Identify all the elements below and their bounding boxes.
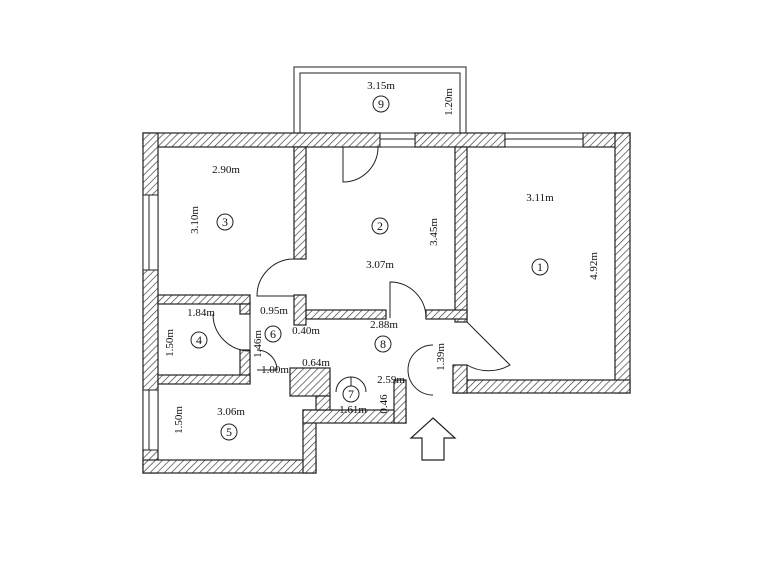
room-number-1: 1	[531, 258, 549, 276]
room-number-3: 3	[216, 213, 234, 231]
room-number-6: 6	[264, 325, 282, 343]
room-4-length: 1.50m	[164, 329, 176, 357]
room-1-width: 3.11m	[526, 192, 554, 204]
room-8-width: 2.88m	[370, 319, 398, 331]
room-1-length: 4.92m	[588, 252, 600, 280]
inner-walls	[157, 146, 468, 411]
room-number-4: 4	[190, 331, 208, 349]
room-5-length: 1.50m	[173, 406, 185, 434]
room-6-extra: 1.00m	[261, 364, 289, 376]
svg-text:3: 3	[222, 215, 228, 229]
room-number-5: 5	[220, 423, 238, 441]
svg-text:7: 7	[348, 387, 354, 401]
svg-text:9: 9	[378, 97, 384, 111]
room-2-width: 3.07m	[366, 259, 394, 271]
svg-text:2: 2	[377, 219, 383, 233]
room-2-length: 3.45m	[428, 218, 440, 246]
svg-text:4: 4	[196, 333, 202, 347]
room-8-extra: 2.59m	[377, 374, 405, 386]
doors	[212, 146, 511, 396]
room-5-width: 3.06m	[217, 406, 245, 418]
room-8-length: 1.39m	[435, 343, 447, 371]
entrance-arrow-icon	[409, 417, 457, 461]
svg-text:5: 5	[226, 425, 232, 439]
room-6-width: 0.95m	[260, 305, 288, 317]
room-number-9: 9	[372, 95, 390, 113]
room-7-width: 1.61m	[339, 404, 367, 416]
svg-text:8: 8	[380, 337, 386, 351]
svg-text:6: 6	[270, 327, 276, 341]
room-9-length: 1.20m	[443, 88, 455, 116]
room-6-length: 1.46m	[252, 330, 264, 358]
room-number-8: 8	[374, 335, 392, 353]
room-number-7: 7	[342, 385, 360, 403]
room-number-2: 2	[371, 217, 389, 235]
room-4-width: 1.84m	[187, 307, 215, 319]
svg-text:1: 1	[537, 260, 543, 274]
room-9-width: 3.15m	[367, 80, 395, 92]
room-7-length: 0.46	[378, 394, 390, 414]
passage-gap-label: 0.40m	[292, 325, 320, 337]
room-3-length: 3.10m	[189, 206, 201, 234]
windows	[142, 132, 584, 451]
room-3-width: 2.90m	[212, 164, 240, 176]
room-7-extra: 0.64m	[302, 357, 330, 369]
